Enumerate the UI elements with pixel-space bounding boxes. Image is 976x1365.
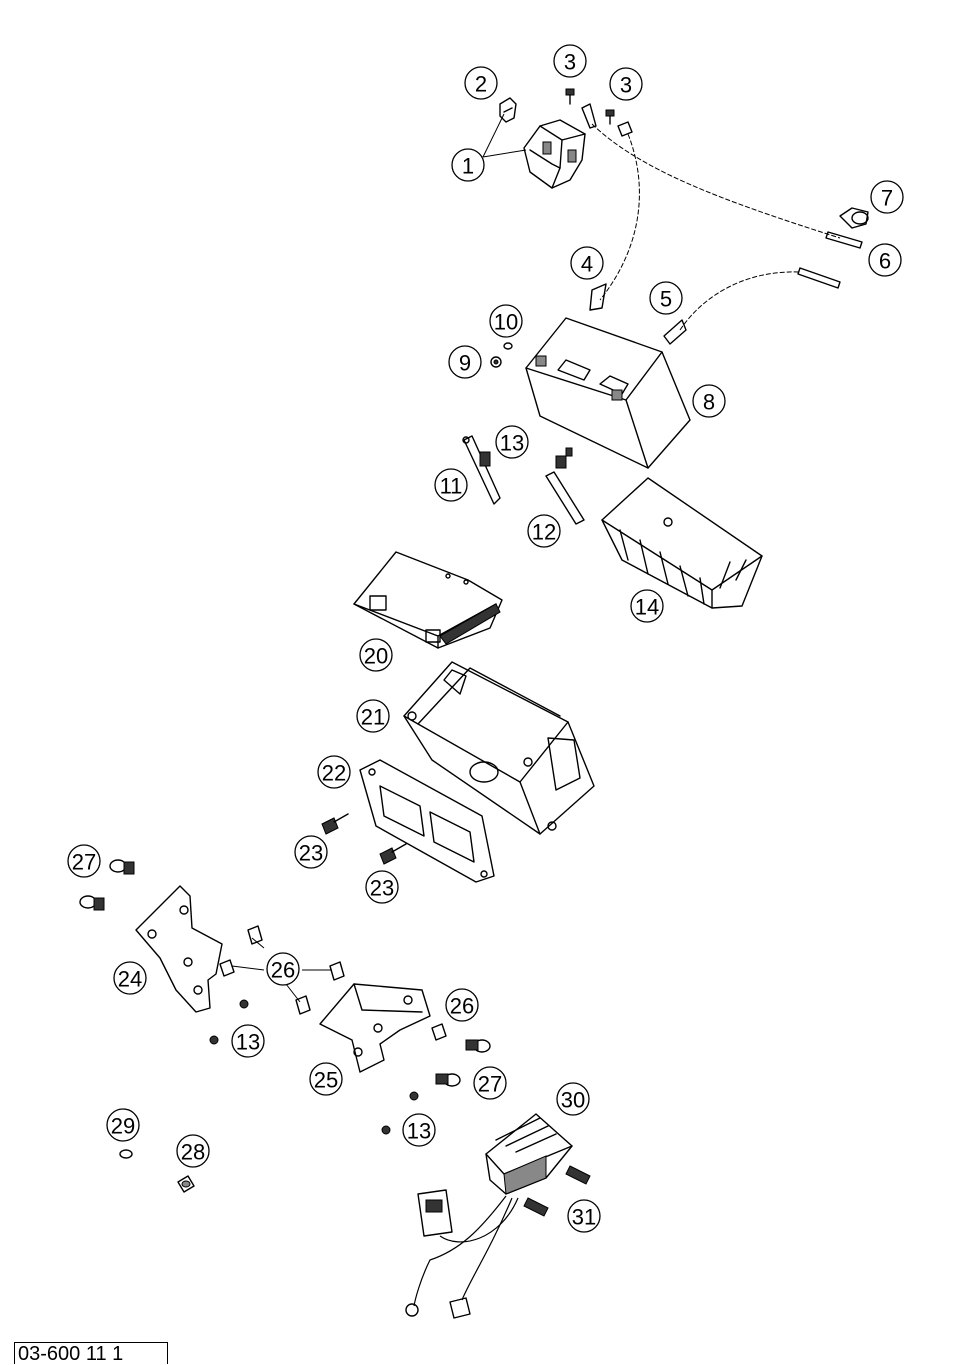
callout-3a: 3	[553, 44, 587, 78]
svg-text:27: 27	[478, 1072, 502, 1097]
callout-10: 10	[489, 304, 523, 338]
svg-text:21: 21	[361, 705, 385, 730]
callout-4: 4	[570, 246, 604, 280]
bracket-bolts-top	[79, 859, 135, 911]
starter-relay	[523, 119, 586, 189]
svg-text:13: 13	[407, 1119, 431, 1144]
battery-tray	[601, 477, 763, 609]
callout-21: 21	[356, 699, 390, 733]
battery-cover	[353, 551, 503, 649]
callout-24: 24	[113, 961, 147, 995]
callout-7: 7	[870, 180, 904, 214]
callouts: 1 2 3 3 4 5 6 7 8 9 10 11 12 13 13 13 14…	[67, 44, 904, 1233]
right-bracket	[319, 983, 431, 1073]
svg-text:8: 8	[703, 390, 715, 415]
svg-text:4: 4	[581, 252, 593, 277]
callout-22: 22	[317, 755, 351, 789]
battery-strap-right	[545, 447, 585, 525]
terminal-cap	[839, 207, 869, 229]
battery-strap-left	[462, 435, 501, 505]
terminal-bolts	[565, 88, 615, 125]
svg-text:23: 23	[370, 876, 394, 901]
left-bracket	[135, 885, 223, 1013]
svg-text:30: 30	[561, 1088, 585, 1113]
svg-text:3: 3	[564, 50, 576, 75]
callout-1: 1	[451, 148, 485, 182]
callout-23b: 23	[365, 870, 399, 904]
negative-cable	[663, 267, 841, 345]
svg-text:5: 5	[660, 287, 672, 312]
small-screws	[209, 999, 419, 1135]
callout-26a: 26	[266, 952, 300, 986]
callout-20: 20	[359, 638, 393, 672]
svg-text:24: 24	[118, 967, 142, 992]
callout-9: 9	[448, 345, 482, 379]
callout-31: 31	[567, 1199, 601, 1233]
svg-text:6: 6	[879, 249, 891, 274]
callout-14: 14	[630, 589, 664, 623]
callout-5: 5	[649, 281, 683, 315]
svg-text:13: 13	[500, 431, 524, 456]
callout-2: 2	[464, 66, 498, 100]
callout-28: 28	[176, 1134, 210, 1168]
svg-text:31: 31	[572, 1205, 596, 1230]
regulator-bolts	[523, 1165, 591, 1217]
callout-30: 30	[556, 1082, 590, 1116]
callout-26b: 26	[445, 988, 479, 1022]
callout-13c: 13	[402, 1113, 436, 1147]
callout-27a: 27	[67, 844, 101, 878]
battery	[525, 317, 691, 469]
battery-screw	[490, 342, 513, 368]
svg-text:26: 26	[450, 994, 474, 1019]
plate-screws	[321, 813, 407, 865]
callout-6: 6	[868, 243, 902, 277]
svg-text:9: 9	[459, 351, 471, 376]
svg-text:23: 23	[299, 841, 323, 866]
callout-23a: 23	[294, 835, 328, 869]
svg-text:13: 13	[236, 1030, 260, 1055]
bracket-bolts-lower	[435, 1039, 491, 1087]
svg-text:12: 12	[532, 520, 556, 545]
svg-text:14: 14	[635, 595, 659, 620]
svg-text:25: 25	[314, 1068, 338, 1093]
svg-text:27: 27	[72, 850, 96, 875]
svg-text:3: 3	[620, 73, 632, 98]
voltage-regulator	[405, 1113, 573, 1319]
svg-text:28: 28	[181, 1140, 205, 1165]
svg-text:26: 26	[271, 958, 295, 983]
svg-text:11: 11	[440, 474, 463, 499]
diagram-reference-code: 03-600 11 1	[14, 1342, 168, 1365]
callout-25: 25	[309, 1062, 343, 1096]
mounting-plate	[359, 759, 495, 883]
callout-29: 29	[106, 1108, 140, 1142]
svg-text:10: 10	[494, 310, 518, 335]
callout-11: 11	[434, 468, 468, 502]
battery-box	[403, 661, 595, 835]
svg-text:2: 2	[475, 72, 487, 97]
callout-8: 8	[692, 384, 726, 418]
fuse	[499, 97, 517, 123]
callout-12: 12	[527, 514, 561, 548]
callout-13a: 13	[495, 425, 529, 459]
svg-text:1: 1	[462, 154, 474, 179]
callout-13b: 13	[231, 1024, 265, 1058]
callout-27b: 27	[473, 1066, 507, 1100]
callout-3b: 3	[609, 67, 643, 101]
starter-cables	[581, 103, 863, 311]
svg-text:7: 7	[881, 186, 893, 211]
leader-lines	[231, 113, 527, 1003]
svg-text:29: 29	[111, 1114, 135, 1139]
svg-text:20: 20	[364, 644, 388, 669]
speed-nuts	[219, 925, 447, 1041]
svg-text:22: 22	[322, 761, 346, 786]
rubber-grommets	[119, 1149, 195, 1193]
